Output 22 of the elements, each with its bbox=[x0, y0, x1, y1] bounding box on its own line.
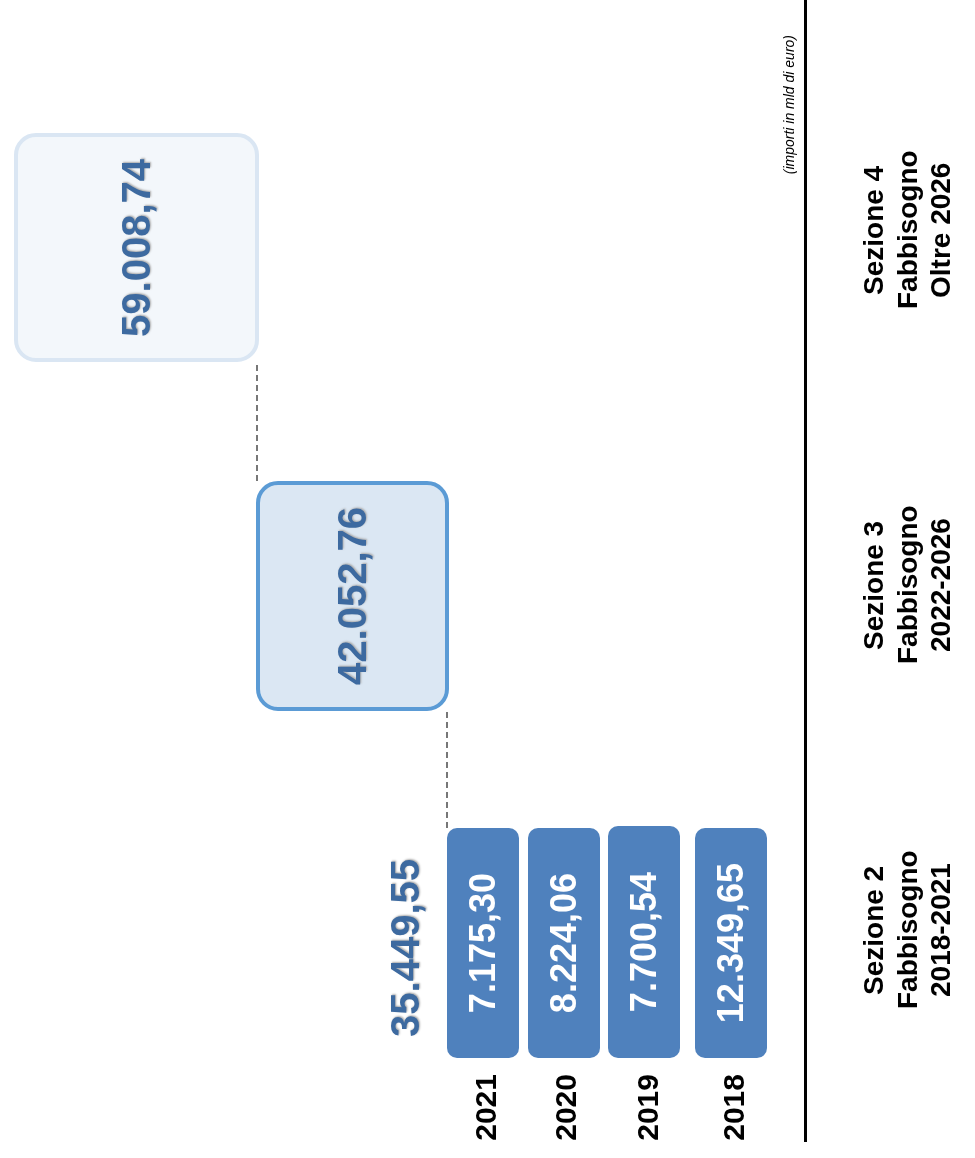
value-text: 7.700,54 bbox=[623, 871, 665, 1013]
column-heading: Sezione 2 Fabbisogno 2018-2021 bbox=[857, 849, 958, 1012]
dashed-connector bbox=[446, 710, 448, 829]
year-label: 2021 bbox=[469, 1073, 503, 1141]
bar-segment bbox=[528, 828, 600, 1058]
rounded-box bbox=[14, 133, 259, 362]
column-heading: Sezione 4 Fabbisogno Oltre 2026 bbox=[857, 149, 958, 312]
value-text: 42.052,76 bbox=[330, 507, 375, 685]
value-text: 59.008,74 bbox=[114, 158, 159, 337]
bar-segment bbox=[608, 826, 680, 1058]
year-label: 2020 bbox=[549, 1073, 583, 1141]
rounded-box bbox=[256, 481, 449, 711]
bar-segment bbox=[695, 828, 767, 1058]
total-value: 35.449,55 bbox=[382, 858, 428, 1037]
value-text: 12.349,65 bbox=[710, 862, 752, 1024]
year-label: 2019 bbox=[631, 1073, 665, 1141]
bar-segment bbox=[447, 828, 519, 1058]
unit-note: (importi in mld di euro) bbox=[781, 35, 797, 175]
column-heading: Sezione 3 Fabbisogno 2022-2026 bbox=[857, 504, 958, 667]
value-text: 7.175,30 bbox=[462, 872, 504, 1014]
year-label: 2018 bbox=[717, 1073, 751, 1141]
value-text: 8.224,06 bbox=[543, 872, 585, 1014]
